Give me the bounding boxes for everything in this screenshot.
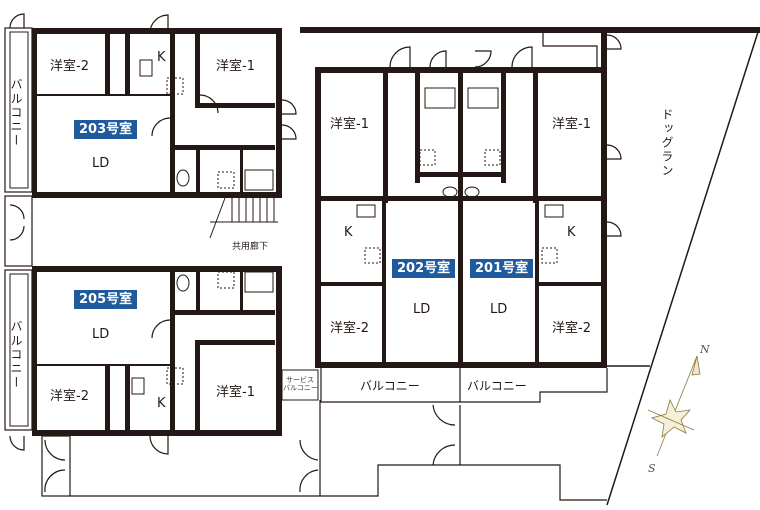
unit-tag-203[interactable]: 203号室 <box>74 120 138 139</box>
service-balcony-line-1: サービス <box>286 376 314 384</box>
room-label-202-ld: LD <box>413 302 431 317</box>
service-balcony-line-2: バルコニー <box>283 384 318 393</box>
corridor-label: 共用廊下 <box>232 242 269 252</box>
room-label-205-western-2: 洋室-2 <box>50 389 89 404</box>
compass-rose-icon <box>647 355 701 457</box>
unit-tag-205[interactable]: 205号室 <box>74 290 138 309</box>
service-balcony-label: サービス バルコニー <box>283 376 318 393</box>
room-label-201-western-2: 洋室-2 <box>552 321 591 336</box>
room-label-203-western-2: 洋室-2 <box>50 59 89 74</box>
compass-south-label: S <box>648 462 656 475</box>
room-label-205-western-1: 洋室-1 <box>216 385 255 400</box>
room-label-201-ld: LD <box>490 302 508 317</box>
unit-tag-202[interactable]: 202号室 <box>392 259 456 278</box>
room-label-202-western-1: 洋室-1 <box>330 117 369 132</box>
dog-run-label: ドッグラン <box>660 108 674 178</box>
room-label-203-western-1: 洋室-1 <box>216 59 255 74</box>
balcony-label-205: バルコニー <box>9 320 23 390</box>
room-label-203-kitchen: K <box>157 50 166 65</box>
balcony-label-203: バルコニー <box>9 78 23 148</box>
room-label-202-western-2: 洋室-2 <box>330 321 369 336</box>
balcony-label-201: バルコニー <box>467 379 527 393</box>
room-label-203-ld: LD <box>92 156 110 171</box>
balcony-label-202: バルコニー <box>360 379 420 393</box>
room-label-205-kitchen: K <box>157 396 166 411</box>
compass-north-label: N <box>700 343 710 356</box>
unit-tag-201[interactable]: 201号室 <box>470 259 534 278</box>
room-label-202-kitchen: K <box>344 225 353 240</box>
room-label-205-ld: LD <box>92 327 110 342</box>
room-label-201-western-1: 洋室-1 <box>552 117 591 132</box>
room-label-201-kitchen: K <box>567 225 576 240</box>
